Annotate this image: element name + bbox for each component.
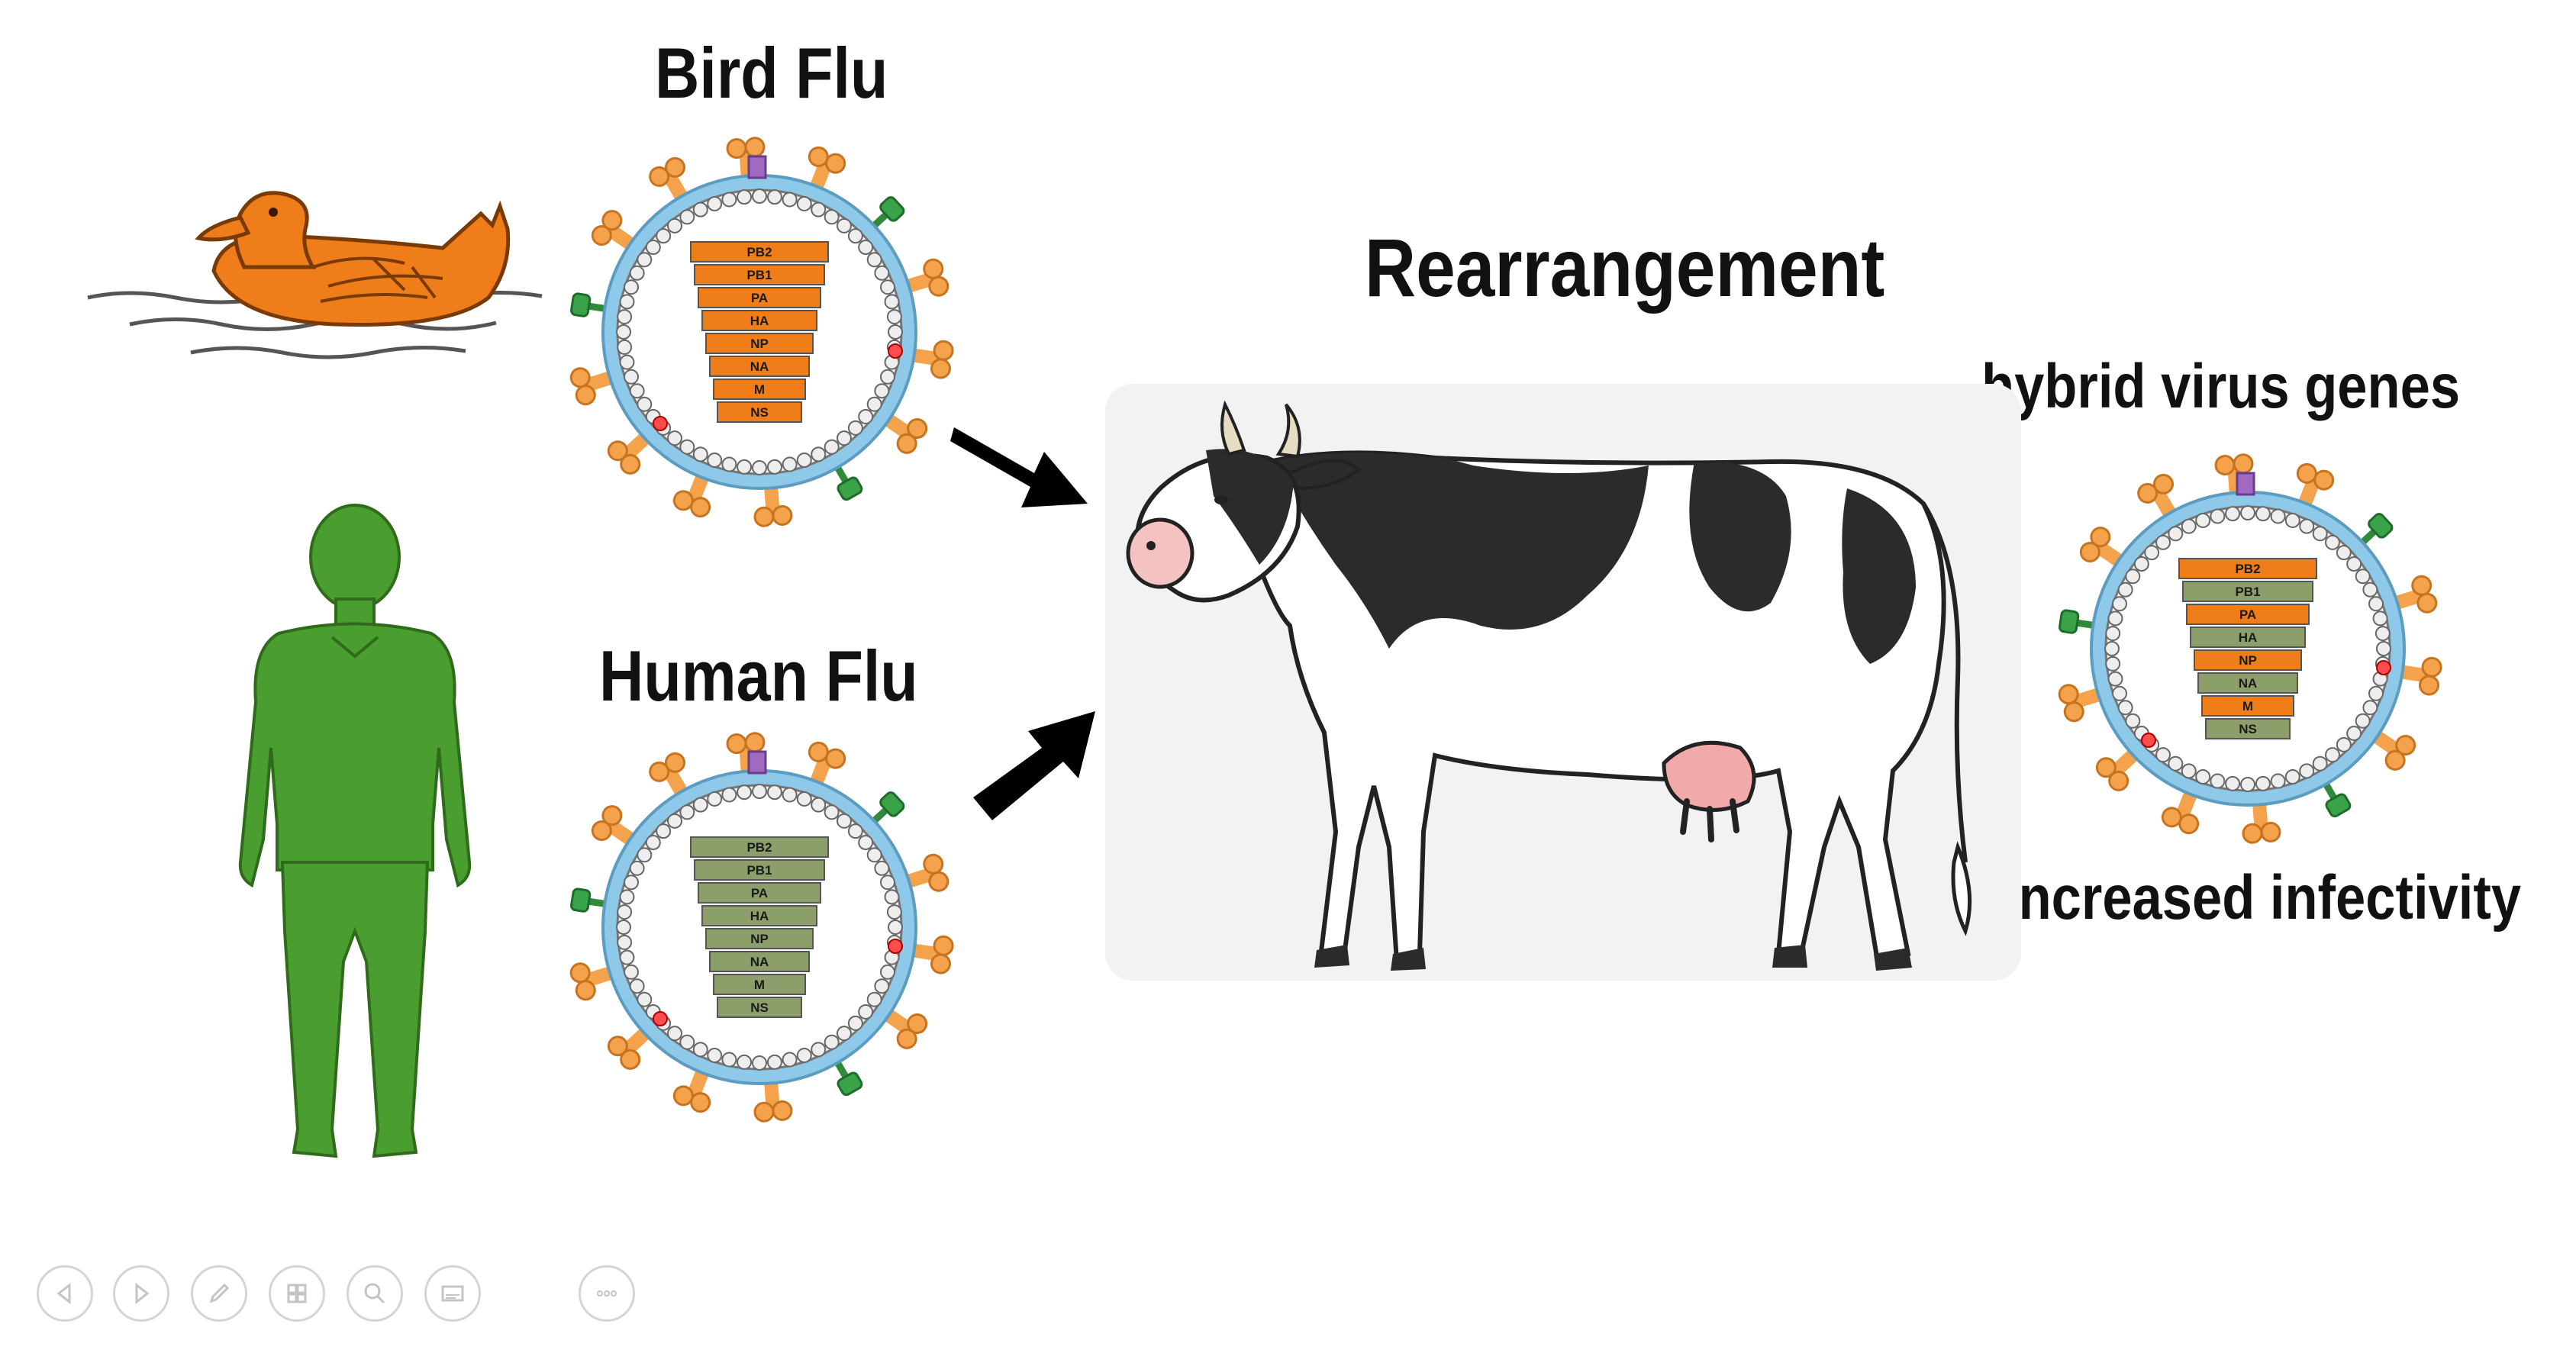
gene-segment bbox=[2201, 695, 2294, 717]
slide-sorter-button[interactable] bbox=[269, 1265, 325, 1322]
gene-segment bbox=[713, 379, 806, 400]
gene-segment bbox=[705, 333, 814, 354]
magnifier-icon bbox=[364, 1283, 385, 1304]
gene-segment bbox=[2194, 649, 2302, 671]
grid-icon bbox=[287, 1284, 307, 1303]
gene-segment bbox=[698, 882, 821, 904]
pen-icon bbox=[209, 1283, 230, 1303]
bird-flu-label: Bird Flu bbox=[655, 33, 888, 113]
previous-slide-button[interactable] bbox=[37, 1265, 93, 1322]
next-slide-button[interactable] bbox=[113, 1265, 169, 1322]
hybrid-virus-genes-label: hybrid virus genes bbox=[1981, 352, 2461, 421]
spike bbox=[903, 935, 954, 974]
spike bbox=[833, 462, 863, 501]
rearrangement-label: Rearrangement bbox=[1365, 221, 1885, 314]
gene-segment-label: HA bbox=[2239, 630, 2258, 645]
matrix-ring bbox=[616, 188, 903, 475]
bird-to-cow-arrow bbox=[950, 427, 1088, 507]
gene-segment-label: HA bbox=[750, 909, 769, 923]
human-to-cow-arrow bbox=[973, 711, 1095, 820]
gene-segment bbox=[694, 264, 825, 285]
gene-segment-label: NS bbox=[750, 1000, 769, 1015]
gene-segment-label: NS bbox=[750, 405, 769, 420]
gene-segment-label: PB1 bbox=[746, 268, 772, 282]
gene-segment-label: PB2 bbox=[746, 840, 772, 855]
gene-segment bbox=[690, 836, 829, 858]
matrix-ring bbox=[616, 784, 903, 1071]
cow-illustration bbox=[1126, 400, 1972, 971]
gene-segment-label: NA bbox=[2239, 676, 2258, 691]
increased-infectivity-label: Increased infectivity bbox=[2004, 863, 2522, 933]
gene-segment-label: PA bbox=[751, 291, 768, 305]
gene-segment bbox=[713, 974, 806, 995]
gene-segment bbox=[2205, 718, 2291, 739]
gene-segment-label: NP bbox=[750, 337, 769, 351]
human-figure bbox=[238, 504, 472, 1158]
gene-segment bbox=[698, 287, 821, 308]
zoom-button[interactable] bbox=[347, 1265, 403, 1322]
subtitles-icon bbox=[441, 1285, 464, 1302]
duck-illustration bbox=[87, 191, 543, 359]
gene-segment-label: M bbox=[2242, 699, 2253, 714]
spike bbox=[753, 477, 793, 527]
spike bbox=[591, 805, 640, 849]
gene-segment bbox=[705, 928, 814, 949]
gene-segment-label: NP bbox=[2239, 653, 2257, 668]
gene-segment-label: PA bbox=[751, 886, 768, 900]
gene-segment bbox=[701, 905, 817, 926]
gene-segment bbox=[2197, 672, 2298, 694]
triangle-left-icon bbox=[56, 1282, 71, 1305]
gene-segment bbox=[2190, 627, 2306, 648]
spike bbox=[2242, 794, 2281, 844]
human-flu-label: Human Flu bbox=[599, 636, 918, 716]
gene-segment-label: HA bbox=[750, 314, 769, 328]
gene-segment-label: PB1 bbox=[2235, 585, 2260, 599]
gene-segment bbox=[717, 997, 802, 1018]
pen-tool-button[interactable] bbox=[191, 1265, 247, 1322]
gene-segment-label: PB2 bbox=[2235, 562, 2260, 576]
gene-segment bbox=[690, 241, 829, 263]
gene-segment-label: PB2 bbox=[746, 245, 772, 259]
more-options-button[interactable] bbox=[579, 1265, 635, 1322]
spike bbox=[869, 791, 905, 826]
ellipsis-icon bbox=[597, 1290, 617, 1297]
spike bbox=[569, 962, 621, 1001]
gene-segment bbox=[2182, 581, 2313, 602]
gene-segment bbox=[2186, 604, 2310, 625]
gene-segment bbox=[709, 951, 810, 972]
gene-segment-label: M bbox=[754, 978, 765, 992]
gene-segment bbox=[717, 401, 802, 423]
gene-segment bbox=[2178, 558, 2317, 579]
subtitles-button[interactable] bbox=[424, 1265, 481, 1322]
gene-segment-label: PB1 bbox=[746, 863, 772, 878]
gene-segment-label: M bbox=[754, 382, 765, 397]
gene-segment-label: NA bbox=[750, 955, 769, 969]
gene-segment bbox=[694, 859, 825, 881]
gene-segment-label: NA bbox=[750, 359, 769, 374]
gene-segment-label: NS bbox=[2239, 722, 2257, 736]
gene-segment-label: NP bbox=[750, 932, 769, 946]
triangle-right-icon bbox=[135, 1282, 150, 1305]
gene-segment bbox=[701, 310, 817, 331]
gene-segment-label: PA bbox=[2239, 607, 2256, 622]
gene-segment bbox=[709, 356, 810, 377]
